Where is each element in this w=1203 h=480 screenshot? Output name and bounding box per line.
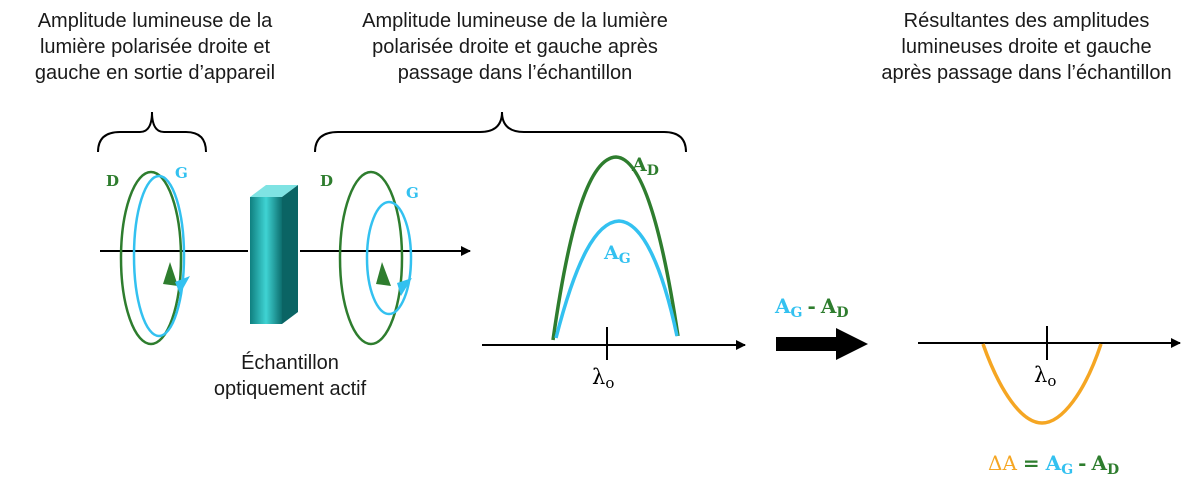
label-ad-curve: AD: [631, 154, 659, 179]
left-polarized-ring-2: [367, 202, 411, 314]
lambda-label-1: λo: [592, 365, 614, 392]
process-arrow: [776, 328, 868, 360]
right-polarized-ring-2: [340, 172, 402, 344]
label-right-polarized-1: D: [106, 172, 119, 190]
right-polarized-arrow-2: [376, 262, 391, 286]
brace-left: [98, 112, 206, 152]
label-difference: AG-AD: [774, 294, 848, 321]
label-left-polarized-1: G: [175, 164, 188, 182]
lambda-label-2: λo: [1034, 363, 1056, 390]
brace-middle: [315, 112, 686, 152]
left-polarized-ring-1: [134, 176, 184, 336]
sample-prism: [250, 185, 298, 324]
label-left-polarized-2: G: [406, 184, 419, 202]
equation-delta-a: ΔA=AG-AD: [988, 451, 1119, 478]
label-ag-curve: AG: [603, 242, 631, 267]
right-polarized-ring-1: [121, 172, 181, 344]
label-right-polarized-2: D: [320, 172, 333, 190]
